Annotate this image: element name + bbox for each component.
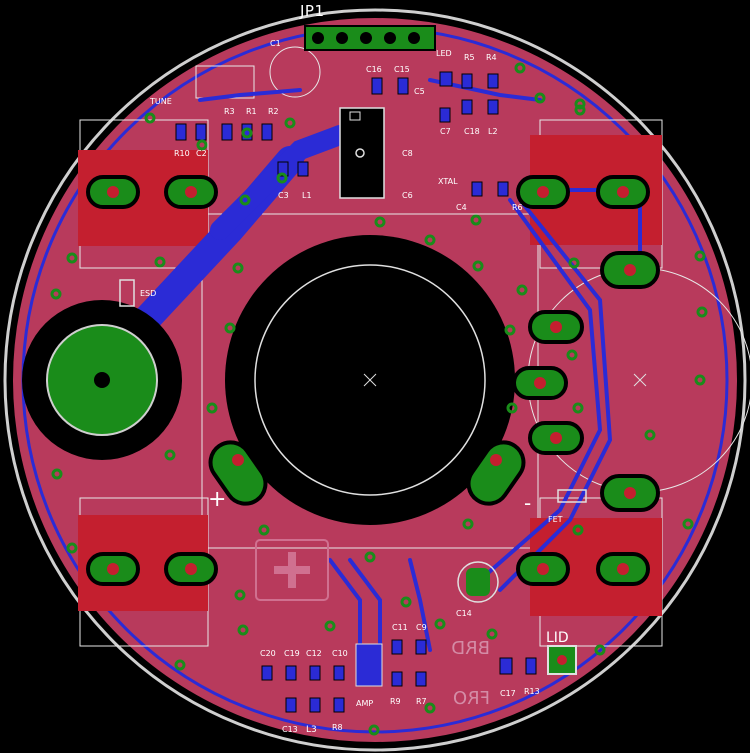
label-lid: LID xyxy=(546,630,569,646)
pad-drills xyxy=(107,186,636,575)
speaker-center-mark-2 xyxy=(633,373,647,387)
label-led: LED xyxy=(436,49,452,58)
label-r8: R8 xyxy=(332,723,343,732)
mount-hole-drill xyxy=(94,372,110,388)
label-r2: R2 xyxy=(268,107,279,116)
main-ic xyxy=(339,107,385,199)
label-c3: C3 xyxy=(278,191,289,200)
amp-chip xyxy=(355,643,383,687)
label-c6: C6 xyxy=(402,191,413,200)
label-c9: C9 xyxy=(416,623,427,632)
label-c2: C2 xyxy=(196,149,207,158)
label-r4: R4 xyxy=(486,53,497,62)
label-r13: R13 xyxy=(524,687,540,696)
label-tune: TUNE xyxy=(149,97,172,106)
mirrored-text-fro: FRO xyxy=(453,688,490,709)
label-c8: C8 xyxy=(402,149,413,158)
battery-plus-symbol xyxy=(274,552,310,588)
fet-part xyxy=(557,489,587,503)
label-l1: L1 xyxy=(302,191,312,200)
label-r3: R3 xyxy=(224,107,235,116)
label-c4: C4 xyxy=(456,203,467,212)
esd-part xyxy=(119,279,135,307)
label-esd: ESD xyxy=(140,289,156,298)
label-c14: C14 xyxy=(456,609,472,618)
label-r1: R1 xyxy=(246,107,257,116)
board-outline xyxy=(3,8,747,752)
mirrored-text-brd: BRD xyxy=(451,638,490,659)
vias xyxy=(50,62,708,736)
label-fet: FET xyxy=(548,515,563,524)
label-c12: C12 xyxy=(306,649,322,658)
label-c13: C13 xyxy=(282,725,298,734)
label-l3: L3 xyxy=(306,725,317,735)
label-c16: C16 xyxy=(366,65,382,74)
c14-body xyxy=(466,568,490,596)
label-amp: AMP xyxy=(356,699,373,708)
label-c20: C20 xyxy=(260,649,276,658)
label-xtal: XTAL xyxy=(438,177,458,186)
label-c19: C19 xyxy=(284,649,300,658)
smd-parts xyxy=(175,71,537,713)
label-c5: C5 xyxy=(414,87,425,96)
battery-plus-outline xyxy=(255,539,329,601)
label-plus: + xyxy=(208,487,226,512)
label-r9: R9 xyxy=(390,697,401,706)
label-r7: R7 xyxy=(416,697,427,706)
c14-cap xyxy=(457,561,499,603)
label-c15: C15 xyxy=(394,65,410,74)
label-c1: C1 xyxy=(270,39,281,48)
battery-center-mark-2 xyxy=(363,373,377,387)
label-c7: C7 xyxy=(440,127,451,136)
label-c18: C18 xyxy=(464,127,480,136)
label-l2: L2 xyxy=(488,127,498,136)
label-c11: C11 xyxy=(392,623,408,632)
label-r6: R6 xyxy=(512,203,523,212)
label-c17: C17 xyxy=(500,689,516,698)
label-c10: C10 xyxy=(332,649,348,658)
battery-outline xyxy=(254,264,486,496)
lid-button-dot xyxy=(557,655,567,665)
label-r5: R5 xyxy=(464,53,475,62)
label-r10: R10 xyxy=(174,149,190,158)
label-minus: - xyxy=(524,491,531,515)
jp1-header xyxy=(304,25,436,51)
jp1-header-label: JP1 xyxy=(300,2,325,20)
